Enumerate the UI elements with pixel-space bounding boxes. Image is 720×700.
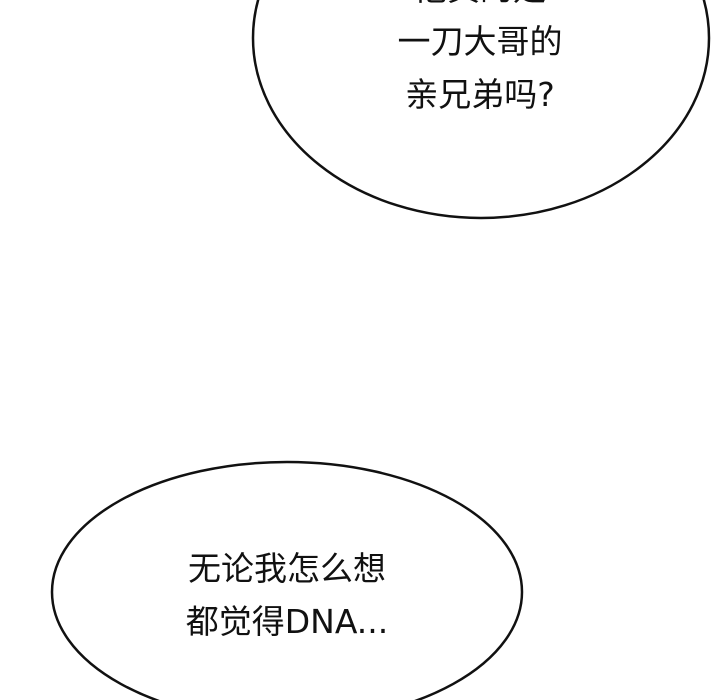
bubble-line: 亲兄弟吗? [405,75,555,114]
bubble-line: 无论我怎么想 [188,549,386,588]
speech-bubble-bottom-text: 无论我怎么想 都觉得DNA... [137,542,437,648]
bubble-line: 一刀大哥的 [397,22,563,61]
bubble-line: 他真的是 [330,0,630,15]
speech-bubble-bottom [50,460,524,700]
bubble-line: 都觉得DNA... [185,602,389,641]
speech-bubble-top [251,0,711,220]
speech-bubble-top-text: 他真的是 一刀大哥的 亲兄弟吗? [330,0,630,121]
